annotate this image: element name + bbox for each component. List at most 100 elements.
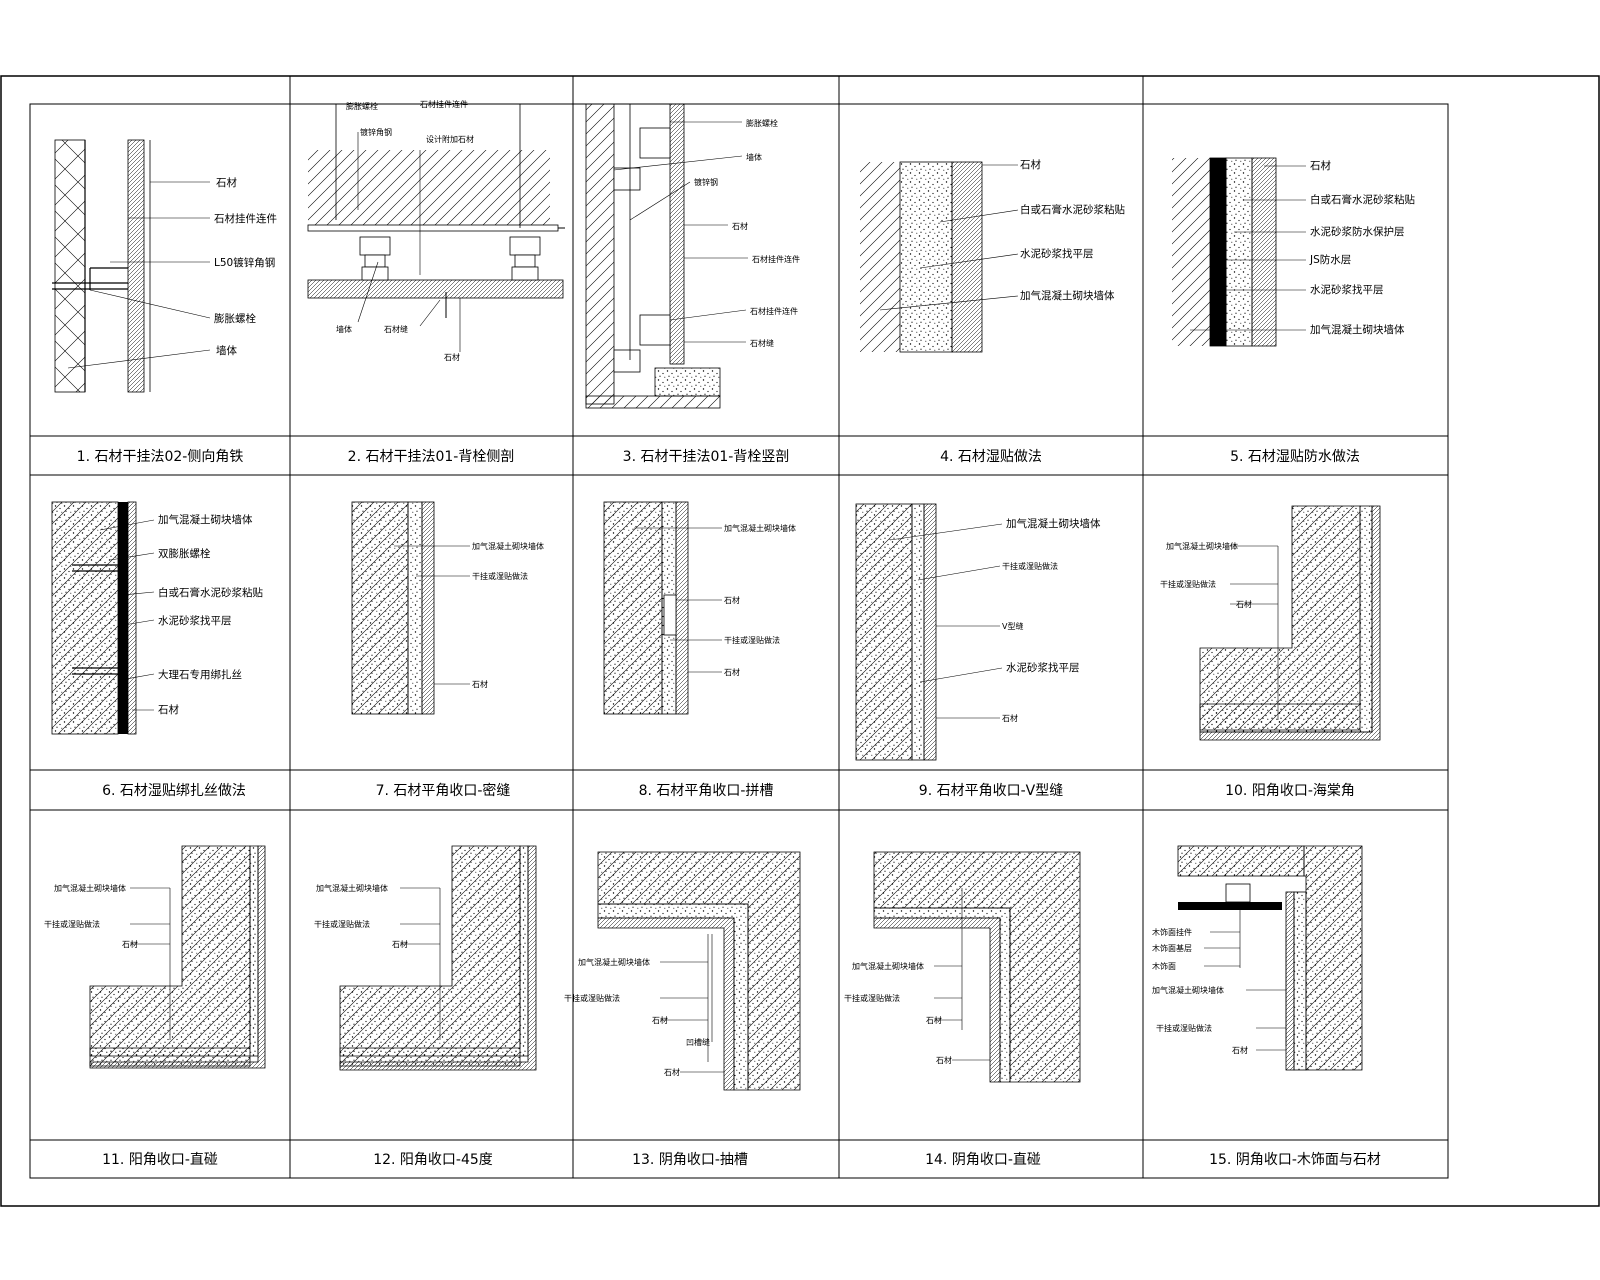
wall-section [54, 139, 86, 393]
stone-panel [421, 501, 435, 715]
p10-label-3: 石材 [1236, 599, 1252, 609]
stone-panel [307, 279, 564, 299]
caption-7: 7. 石材平角收口-密缝 [376, 782, 511, 799]
p6-label-5: 大理石专用绑扎丝 [158, 668, 242, 681]
p14-label-1: 加气混凝土砌块墙体 [852, 961, 924, 971]
panel-10: 加气混凝土砌块墙体 干挂或湿贴做法 石材 [1160, 505, 1381, 741]
p8-label-3: 干挂或湿贴做法 [724, 635, 780, 645]
caption-12: 12. 阳角收口-45度 [373, 1152, 493, 1168]
caption-4: 4. 石材湿贴做法 [940, 449, 1042, 465]
stone-panel [951, 161, 983, 353]
stone-panel [89, 845, 266, 1069]
p5-label-4: JS防水层 [1309, 253, 1351, 266]
p3-label-1: 膨胀螺栓 [746, 118, 778, 128]
p1-label-2: 石材挂件连件 [214, 212, 277, 225]
p7-label-3: 石材 [472, 679, 488, 689]
caption-11: 11. 阳角收口-直碰 [102, 1151, 218, 1168]
p11-label-2: 干挂或湿贴做法 [44, 919, 100, 929]
panel-15: 木饰面挂件 木饰面基层 木饰面 加气混凝土砌块墙体 干挂或湿贴做法 石材 [1152, 845, 1363, 1071]
p2-label-6: 石材缝 [384, 324, 408, 334]
wall-section [308, 150, 550, 228]
panel-4: 石材 白或石膏水泥砂浆粘贴 水泥砂浆找平层 加气混凝土砌块墙体 [860, 158, 1125, 353]
p2-label-1: 膨胀螺栓 [346, 101, 378, 111]
p2-label-7: 石材 [444, 352, 460, 362]
wall-section [860, 162, 900, 352]
p2-label-3: 镀锌角钢 [360, 127, 392, 137]
p5-label-1: 石材 [1310, 159, 1332, 172]
p13-label-1: 加气混凝土砌块墙体 [578, 957, 650, 967]
p4-label-1: 石材 [1020, 158, 1042, 171]
caption-8: 8. 石材平角收口-拼槽 [639, 783, 774, 799]
caption-2: 2. 石材干挂法01-背栓侧剖 [348, 449, 515, 465]
caption-1: 1. 石材干挂法02-侧向角铁 [77, 449, 244, 465]
p5-label-2: 白或石膏水泥砂浆粘贴 [1310, 193, 1415, 206]
panel-5: 石材 白或石膏水泥砂浆粘贴 水泥砂浆防水保护层 JS防水层 水泥砂浆找平层 加气… [1172, 157, 1415, 347]
panel-12: 加气混凝土砌块墙体 干挂或湿贴做法 石材 [314, 845, 537, 1071]
veneer-hanger [1225, 883, 1251, 903]
p2-label-5: 墙体 [336, 324, 352, 334]
panel-9: 加气混凝土砌块墙体 干挂或湿贴做法 V型缝 水泥砂浆找平层 石材 [855, 503, 1101, 761]
p2-label-4: 设计附加石材 [426, 134, 474, 144]
wall-section [585, 103, 615, 405]
panel-14: 加气混凝土砌块墙体 干挂或湿贴做法 石材 石材 [844, 851, 1081, 1083]
angle-bracket [52, 267, 128, 290]
panel-3: 膨胀螺栓 墙体 镀锌钢 石材 石材挂件连件 石材挂件连件 石材缝 [585, 103, 800, 409]
p15-label-4: 加气混凝土砌块墙体 [1152, 985, 1224, 995]
p3-label-5: 石材挂件连件 [752, 254, 800, 264]
p6-label-3: 白或石膏水泥砂浆粘贴 [158, 586, 263, 599]
p4-label-3: 水泥砂浆找平层 [1020, 247, 1094, 260]
panel-7: 加气混凝土砌块墙体 干挂或湿贴做法 石材 [351, 501, 544, 715]
p4-label-2: 白或石膏水泥砂浆粘贴 [1020, 203, 1125, 216]
p3-label-3: 镀锌钢 [694, 177, 718, 187]
p7-label-1: 加气混凝土砌块墙体 [472, 541, 544, 551]
p6-label-2: 双膨胀螺栓 [158, 547, 211, 560]
panel-1: 石材 石材挂件连件 L50镀锌角钢 膨胀螺栓 墙体 [52, 139, 277, 393]
p8-label-2: 石材 [724, 595, 740, 605]
sheet-border [0, 75, 1600, 1207]
p13-label-2: 干挂或湿贴做法 [564, 993, 620, 1003]
p7-label-2: 干挂或湿贴做法 [472, 571, 528, 581]
anchor-clips [359, 236, 541, 281]
stone-panel [1199, 505, 1381, 741]
p8-label-4: 石材 [724, 667, 740, 677]
caption-5: 5. 石材湿贴防水做法 [1230, 449, 1360, 465]
p14-label-2: 干挂或湿贴做法 [844, 993, 900, 1003]
mortar-layer [118, 502, 128, 734]
p6-label-6: 石材 [158, 703, 179, 716]
p15-label-3: 木饰面 [1152, 961, 1176, 971]
stone-panel [669, 103, 685, 365]
stone-panel [339, 845, 537, 1071]
panel-2: 膨胀螺栓 石材挂件连件 镀锌角钢 设计附加石材 墙体 石材缝 石材 [307, 99, 565, 362]
caption-13: 13. 阴角收口-抽槽 [632, 1152, 748, 1168]
p1-label-3: L50镀锌角钢 [214, 256, 275, 269]
stone-panel [873, 917, 1001, 1083]
p10-label-2: 干挂或湿贴做法 [1160, 579, 1216, 589]
caption-9: 9. 石材平角收口-V型缝 [919, 783, 1063, 799]
stone-panel [923, 503, 937, 761]
p5-label-5: 水泥砂浆找平层 [1310, 283, 1384, 296]
p8-label-1: 加气混凝土砌块墙体 [724, 523, 796, 533]
p3-label-4: 石材 [732, 221, 748, 231]
p12-label-2: 干挂或湿贴做法 [314, 919, 370, 929]
caption-15: 15. 阴角收口-木饰面与石材 [1209, 1152, 1381, 1168]
p5-label-6: 加气混凝土砌块墙体 [1310, 323, 1405, 336]
p15-label-1: 木饰面挂件 [1152, 927, 1192, 937]
top-strip-lines [289, 76, 1144, 104]
stone-panel [675, 501, 689, 715]
p12-label-3: 石材 [392, 939, 408, 949]
caption-14: 14. 阴角收口-直碰 [925, 1151, 1041, 1168]
caption-10: 10. 阳角收口-海棠角 [1225, 783, 1355, 799]
stone-panel [597, 917, 735, 1091]
stone-panel [1251, 157, 1277, 347]
p12-label-1: 加气混凝土砌块墙体 [316, 883, 388, 893]
waterproof-layer [1209, 157, 1227, 347]
p9-label-3: V型缝 [1002, 621, 1023, 631]
p2-label-2: 石材挂件连件 [420, 99, 468, 109]
p1-label-1: 石材 [216, 176, 237, 189]
p15-label-6: 石材 [1232, 1045, 1248, 1055]
p1-label-4: 膨胀螺栓 [214, 312, 256, 325]
p4-label-4: 加气混凝土砌块墙体 [1020, 289, 1115, 302]
wall-section [1172, 158, 1210, 346]
p9-label-2: 干挂或湿贴做法 [1002, 561, 1058, 571]
p14-label-3: 石材 [926, 1015, 942, 1025]
